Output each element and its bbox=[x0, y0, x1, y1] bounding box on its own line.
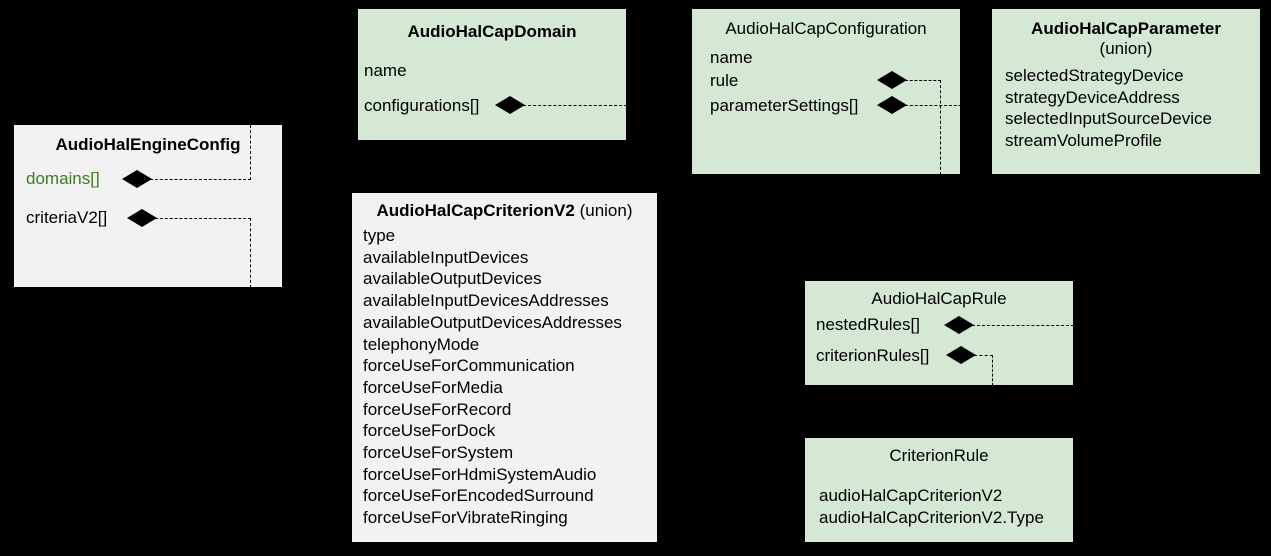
class-title-union-suffix-criterion-v2: (union) bbox=[579, 201, 633, 220]
aggregation-diamond-criteria-v2 bbox=[127, 209, 157, 227]
attribute-force-use-for-communication[interactable]: forceUseForCommunication bbox=[363, 356, 575, 376]
attribute-force-use-for-system[interactable]: forceUseForSystem bbox=[363, 443, 514, 463]
class-title-audio-hal-cap-criterion-v2: AudioHalCapCriterionV2 (union) bbox=[352, 201, 657, 221]
connector-criteria-v2-vertical bbox=[250, 218, 251, 288]
attribute-available-output-devices-addresses[interactable]: availableOutputDevicesAddresses bbox=[363, 312, 622, 332]
class-box-audio-hal-cap-configuration[interactable]: AudioHalCapConfiguration bbox=[691, 8, 961, 175]
aggregation-diamond-criterion-rules bbox=[946, 346, 976, 364]
attribute-force-use-for-record[interactable]: forceUseForRecord bbox=[363, 399, 512, 419]
connector-rule-vertical bbox=[940, 80, 941, 175]
attribute-force-use-for-hdmi-system-audio[interactable]: forceUseForHdmiSystemAudio bbox=[363, 464, 597, 484]
attribute-stream-volume-profile[interactable]: streamVolumeProfile bbox=[1005, 131, 1162, 151]
attribute-nested-rules[interactable]: nestedRules[] bbox=[816, 315, 920, 334]
attribute-audio-hal-cap-criterion-v2[interactable]: audioHalCapCriterionV2 bbox=[819, 486, 1003, 505]
class-title-audio-hal-cap-rule: AudioHalCapRule bbox=[871, 289, 1007, 308]
class-box-audio-hal-cap-parameter[interactable]: AudioHalCapParameter (union) selectedStr… bbox=[991, 8, 1261, 175]
class-title-audio-hal-cap-domain: AudioHalCapDomain bbox=[407, 22, 577, 41]
class-title-audio-hal-cap-parameter: AudioHalCapParameter bbox=[1031, 19, 1221, 38]
class-title-audio-hal-engine-config: AudioHalEngineConfig bbox=[55, 135, 241, 154]
attribute-selected-input-source-device[interactable]: selectedInputSourceDevice bbox=[1005, 109, 1212, 129]
class-box-audio-hal-cap-criterion-v2[interactable]: AudioHalCapCriterionV2 (union) type avai… bbox=[351, 192, 658, 543]
attribute-available-output-devices[interactable]: availableOutputDevices bbox=[363, 269, 542, 289]
connector-rule-horizontal bbox=[905, 80, 941, 81]
attribute-force-use-for-dock[interactable]: forceUseForDock bbox=[363, 421, 496, 441]
attribute-telephony-mode[interactable]: telephonyMode bbox=[363, 334, 480, 354]
attribute-domain-name[interactable]: name bbox=[364, 61, 407, 80]
class-box-audio-hal-cap-rule[interactable]: AudioHalCapRule bbox=[804, 280, 1074, 386]
attribute-type[interactable]: type bbox=[363, 226, 396, 245]
class-title-text-criterion-v2: AudioHalCapCriterionV2 bbox=[376, 201, 575, 220]
aggregation-diamond-rule bbox=[877, 71, 907, 89]
attribute-force-use-for-vibrate-ringing[interactable]: forceUseForVibrateRinging bbox=[363, 508, 568, 528]
aggregation-diamond-domains bbox=[122, 170, 152, 188]
attribute-rule[interactable]: rule bbox=[710, 71, 739, 90]
attribute-available-input-devices[interactable]: availableInputDevices bbox=[363, 247, 529, 267]
class-title-criterion-rule: CriterionRule bbox=[889, 446, 989, 465]
aggregation-diamond-parameter-settings bbox=[877, 96, 907, 114]
connector-criteria-v2-horizontal bbox=[155, 218, 251, 219]
class-box-audio-hal-engine-config[interactable]: AudioHalEngineConfig bbox=[13, 124, 283, 288]
attribute-configuration-name[interactable]: name bbox=[710, 48, 753, 67]
attribute-criteria-v2[interactable]: criteriaV2[] bbox=[26, 208, 108, 227]
attribute-force-use-for-encoded-surround[interactable]: forceUseForEncodedSurround bbox=[363, 486, 594, 506]
aggregation-diamond-nested-rules bbox=[944, 316, 974, 334]
attribute-configurations[interactable]: configurations[] bbox=[364, 96, 480, 115]
class-subtitle-audio-hal-cap-parameter: (union) bbox=[1099, 38, 1153, 58]
class-title-audio-hal-cap-configuration: AudioHalCapConfiguration bbox=[725, 19, 927, 38]
connector-domains-horizontal bbox=[150, 179, 251, 180]
attribute-criterion-rules[interactable]: criterionRules[] bbox=[816, 346, 930, 365]
attribute-domains[interactable]: domains[] bbox=[26, 169, 100, 188]
attribute-audio-hal-cap-criterion-v2-type[interactable]: audioHalCapCriterionV2.Type bbox=[819, 507, 1044, 527]
connector-parameter-settings-horizontal bbox=[905, 105, 991, 106]
attribute-list-criterion-rule: audioHalCapCriterionV2 audioHalCapCriter… bbox=[819, 485, 1044, 528]
connector-configurations-horizontal bbox=[523, 105, 703, 106]
attribute-force-use-for-media[interactable]: forceUseForMedia bbox=[363, 377, 503, 397]
aggregation-diamond-configurations bbox=[495, 96, 525, 114]
class-box-audio-hal-cap-domain[interactable]: AudioHalCapDomain bbox=[357, 8, 627, 141]
class-box-criterion-rule[interactable]: CriterionRule audioHalCapCriterionV2 aud… bbox=[804, 437, 1074, 543]
attribute-available-input-devices-addresses[interactable]: availableInputDevicesAddresses bbox=[363, 291, 609, 311]
attribute-list-audio-hal-cap-criterion-v2: type availableInputDevices availableOutp… bbox=[363, 225, 622, 529]
connector-criterion-rules-horizontal bbox=[974, 355, 993, 356]
connector-criterion-rules-vertical bbox=[992, 355, 993, 386]
connector-nested-rules-horizontal bbox=[972, 325, 1074, 326]
attribute-strategy-device-address[interactable]: strategyDeviceAddress bbox=[1005, 87, 1180, 107]
connector-domains-vertical bbox=[250, 125, 251, 180]
attribute-parameter-settings[interactable]: parameterSettings[] bbox=[710, 96, 859, 115]
attribute-list-audio-hal-cap-parameter: selectedStrategyDevice strategyDeviceAdd… bbox=[1005, 65, 1212, 152]
attribute-selected-strategy-device[interactable]: selectedStrategyDevice bbox=[1005, 66, 1184, 85]
